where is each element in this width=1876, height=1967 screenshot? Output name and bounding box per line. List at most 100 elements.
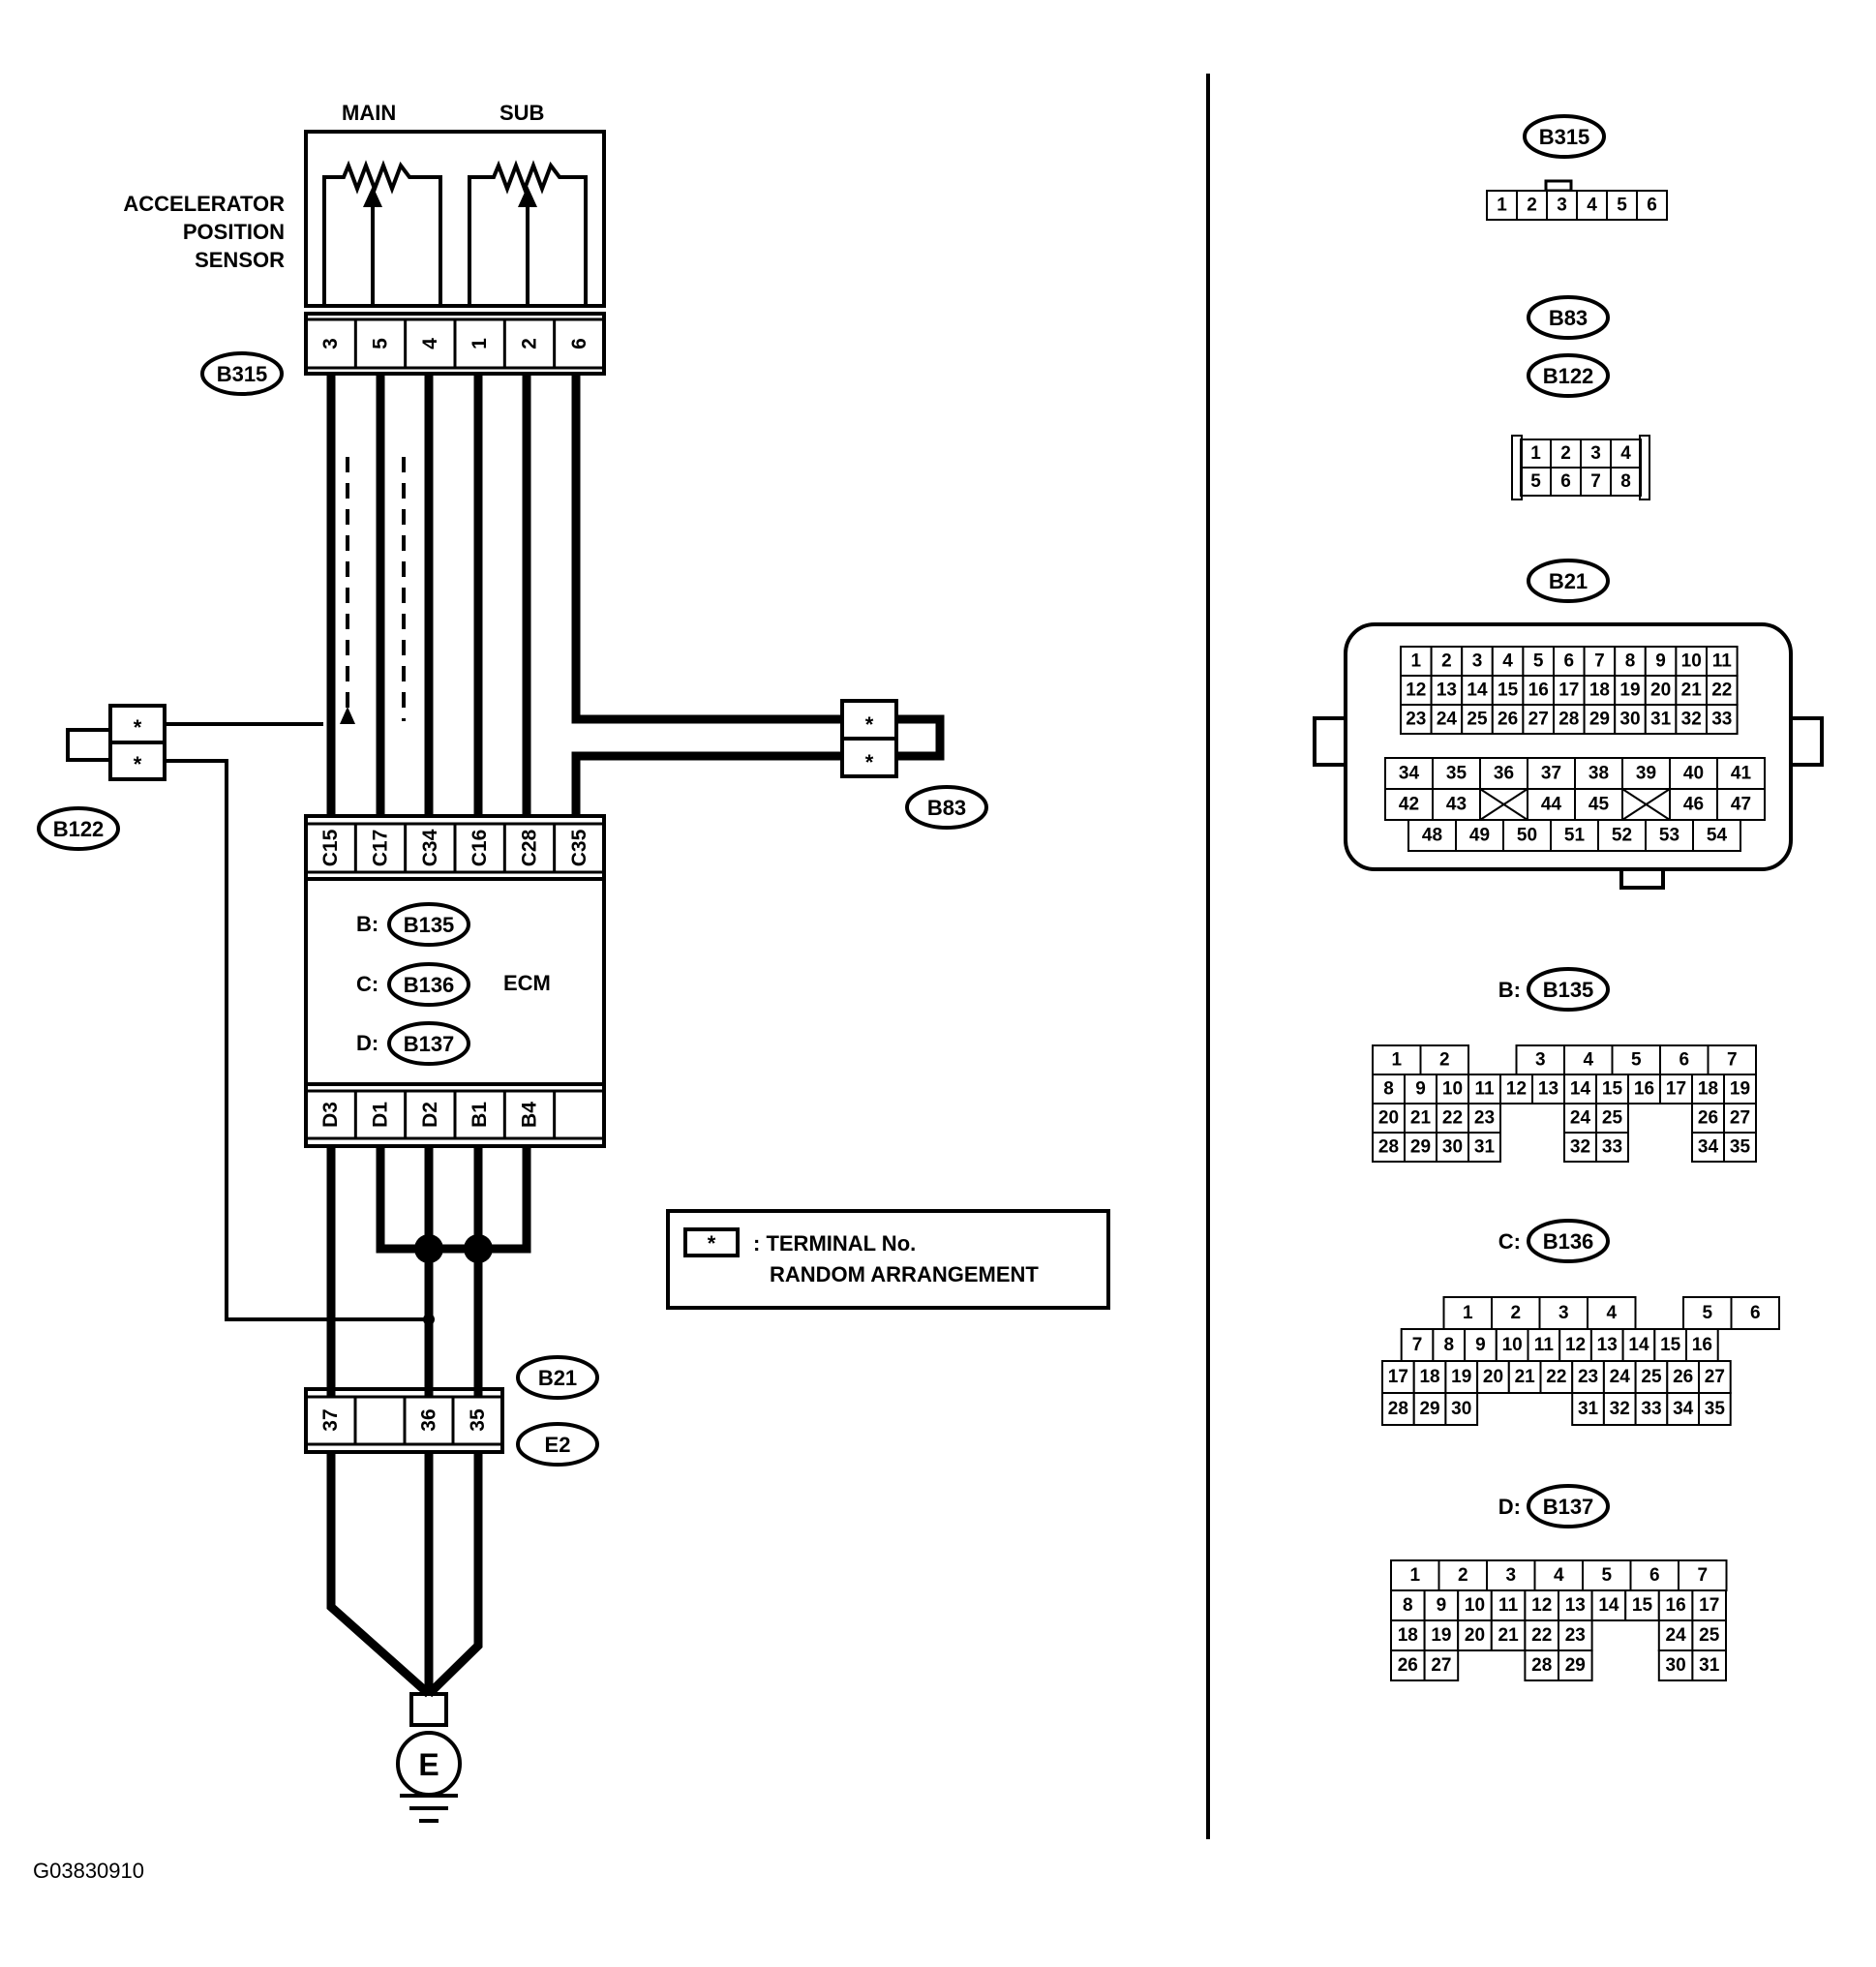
b135-view-r2-c0: 28 <box>1378 1137 1399 1158</box>
b83-view-pin-r0-c0: 1 <box>1530 443 1541 464</box>
b136-view-r0-c5: 11 <box>1534 1335 1555 1355</box>
e2-badge-label: E2 <box>545 1433 571 1457</box>
b136-view-r0-c7: 6 <box>1750 1303 1761 1323</box>
b137-view-r0-c3: 11 <box>1498 1595 1519 1616</box>
b136-view-r1-c0: 17 <box>1388 1367 1408 1387</box>
ecm-label: ECM <box>503 971 551 995</box>
sensor-pin-5: 6 <box>568 338 590 349</box>
b137-view-r0-c2: 10 <box>1465 1595 1485 1616</box>
b137-view-r0-c5: 6 <box>1649 1565 1660 1586</box>
b137-view-r0-c9: 17 <box>1699 1595 1719 1616</box>
b136-view-r0-c3: 9 <box>1475 1335 1486 1355</box>
b135-view-r1-c2: 22 <box>1442 1108 1463 1129</box>
b137-view-r0-c0: 1 <box>1409 1565 1420 1586</box>
b135-view-r2-c1: 29 <box>1410 1137 1431 1158</box>
b136-view-r1-c9: 26 <box>1673 1367 1693 1387</box>
sensor-ecm-wires <box>326 374 842 816</box>
ecm-b136-label: B136 <box>404 973 455 997</box>
ecm-top-pin-3: C16 <box>469 830 491 867</box>
view-b21-label: B21 <box>1549 569 1588 593</box>
b135-view-r1-c7: 25 <box>1602 1108 1623 1129</box>
b21-view-top-r1-c10: 22 <box>1711 681 1732 701</box>
ecm-bottom-pin-2: D2 <box>419 1102 441 1128</box>
ground-symbol-icon: E <box>396 1692 462 1823</box>
b137-view-r0-c6: 14 <box>1598 1595 1619 1616</box>
view-b135-prefix: B: <box>1498 978 1521 1002</box>
ecm-top-pin-0: C15 <box>319 829 342 866</box>
ecm-top-pin-5: C35 <box>568 829 590 866</box>
b21-view-bottom-r0-c2: 36 <box>1494 764 1514 784</box>
b135-view-r1-c3: 23 <box>1474 1108 1495 1129</box>
ecm-top-pin-2: C34 <box>419 829 441 866</box>
b136-view-r0-c1: 1 <box>1463 1303 1473 1323</box>
ecm-prefix-c: C: <box>356 972 378 996</box>
shield-dashed-line <box>346 457 406 721</box>
b136-view-r1-c4: 21 <box>1515 1367 1536 1387</box>
b136-view-r1-c1: 18 <box>1419 1367 1439 1387</box>
b135-view-r2-c3: 31 <box>1474 1137 1496 1158</box>
b21-view-top-r0-c9: 10 <box>1681 651 1702 672</box>
ecm-prefix-b: B: <box>356 912 378 936</box>
b21-view-bottom-r0-c7: 41 <box>1731 764 1752 784</box>
b137-view-r0-c6: 7 <box>1697 1565 1708 1586</box>
sensor-label-line1: ACCELERATOR <box>123 192 285 216</box>
b21-view-top-r2-c8: 31 <box>1650 710 1672 730</box>
b21-view-bottom-r0-c5: 39 <box>1636 764 1656 784</box>
b137-view-r2-c4: 28 <box>1531 1655 1552 1676</box>
sensor-label-line3: SENSOR <box>195 248 285 272</box>
b83-view-pin-r1-c3: 8 <box>1620 471 1631 492</box>
b135-view-r1-c1: 21 <box>1410 1108 1432 1129</box>
b21-view-top-r1-c5: 17 <box>1558 681 1579 701</box>
b136-view-r2-c1: 29 <box>1419 1399 1439 1419</box>
b21-view-bottom-r2-c4: 52 <box>1612 826 1632 846</box>
b21-view-top-r0-c2: 3 <box>1472 651 1483 672</box>
b83-badge <box>905 785 988 830</box>
b21-view-top-r2-c5: 28 <box>1558 710 1579 730</box>
b135-view-r2-c2: 30 <box>1442 1137 1463 1158</box>
ecm-top-pin-4: C28 <box>518 829 540 866</box>
b21-view-top-r0-c3: 4 <box>1502 651 1513 672</box>
b21-view-top-r1-c0: 12 <box>1406 681 1426 701</box>
b122-badge-label: B122 <box>53 817 105 841</box>
b21-view-top-r2-c1: 24 <box>1437 710 1458 730</box>
sensor-pin-1: 5 <box>369 338 391 349</box>
b21-view-bottom-r1-c4: 45 <box>1589 795 1610 815</box>
b83-star-1: * <box>865 712 874 737</box>
b21-view-bottom-r0-c6: 40 <box>1683 764 1704 784</box>
sensor-pin-0: 3 <box>319 338 342 349</box>
view-b315-label: B315 <box>1539 125 1590 149</box>
b315-badge <box>200 351 284 396</box>
b21-view-top-r1-c9: 21 <box>1681 681 1703 701</box>
b83-connector: * * <box>840 699 945 778</box>
b137-view-r0-c4: 12 <box>1531 1595 1552 1616</box>
b137-view-r1-c3: 21 <box>1498 1625 1520 1646</box>
b135-view-r1-c0: 20 <box>1378 1108 1399 1129</box>
b83-view-pin-r1-c2: 7 <box>1590 471 1601 492</box>
b21-view-bottom-r1-c6: 46 <box>1683 795 1704 815</box>
b137-view-r1-c0: 18 <box>1398 1625 1418 1646</box>
b21-view-top-r0-c0: 1 <box>1411 651 1422 672</box>
b136-view-r0-c8: 14 <box>1628 1335 1649 1355</box>
b135-view-r1-c11: 27 <box>1730 1108 1750 1129</box>
b137-view-r1-c1: 19 <box>1431 1625 1451 1646</box>
b122-badge <box>37 806 120 851</box>
b136-view-r2-c6: 31 <box>1578 1399 1599 1419</box>
b136-view-r0-c2: 2 <box>1510 1303 1521 1323</box>
b136-view-r1-c3: 20 <box>1483 1367 1503 1387</box>
legend-line2: RANDOM ARRANGEMENT <box>770 1262 1039 1286</box>
b135-view-r0-c7: 15 <box>1602 1079 1623 1100</box>
main-wiper-arrow-icon <box>363 186 382 207</box>
b21-view-bottom-r0-c1: 35 <box>1446 764 1468 784</box>
b135-view-r0-c7: 7 <box>1727 1050 1738 1071</box>
ecm-bottom-pin-1: D1 <box>369 1102 391 1128</box>
b315-view-pin-r0-c4: 5 <box>1617 196 1627 216</box>
b136-view-r1-c5: 22 <box>1546 1367 1566 1387</box>
ecm-bottom-pin-4: B4 <box>518 1102 540 1128</box>
b135-view-r1-c10: 26 <box>1698 1108 1718 1129</box>
b135-view-r0-c4: 4 <box>1583 1050 1593 1071</box>
b135-view-r0-c6: 14 <box>1570 1079 1591 1100</box>
b136-view-r1-c10: 27 <box>1705 1367 1725 1387</box>
